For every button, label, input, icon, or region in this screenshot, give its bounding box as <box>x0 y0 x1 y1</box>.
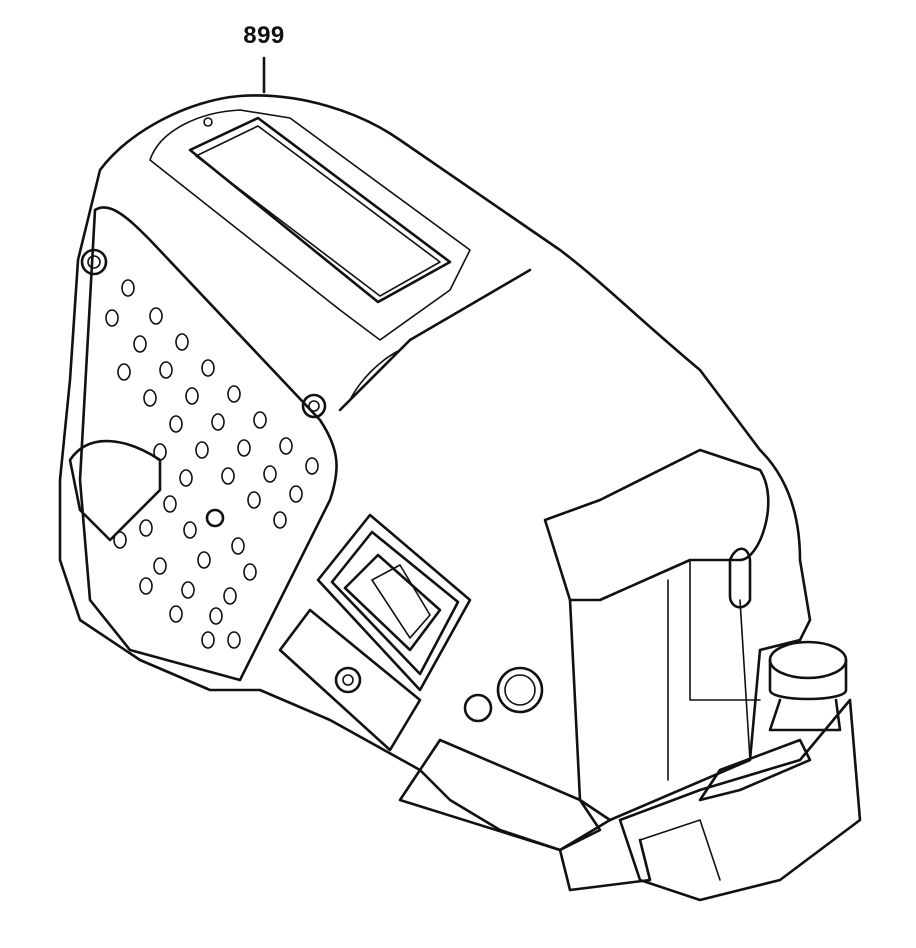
grip-hole <box>195 441 209 459</box>
top-display-bezel <box>149 109 471 341</box>
grip-hole <box>181 581 195 599</box>
side-clip-line <box>739 599 751 761</box>
grip-hole <box>149 307 163 325</box>
grip-hole <box>175 333 189 351</box>
side-button-top-inner-icon <box>87 255 101 269</box>
grip-hole <box>169 415 183 433</box>
grip-hole <box>169 605 183 623</box>
rocker-switch <box>343 553 442 652</box>
knob-body-icon <box>768 658 848 701</box>
grip-hole <box>153 557 167 575</box>
top-seam-2 <box>349 349 401 401</box>
grip-hole <box>113 531 127 549</box>
housing-outline <box>58 94 812 852</box>
round-button-small-icon <box>463 693 493 723</box>
grip-hole <box>139 577 153 595</box>
lower-plate <box>278 608 422 752</box>
grip-holes <box>105 279 319 649</box>
grip-hole <box>143 389 157 407</box>
round-button-large-inner-icon <box>504 674 536 706</box>
knob-stem-icon <box>768 698 842 732</box>
grip-hole <box>221 467 235 485</box>
grip-hole <box>305 457 319 475</box>
grip-hole <box>179 469 193 487</box>
round-button-large-icon <box>496 666 544 714</box>
lower-plate-screw-inner-icon <box>342 674 354 686</box>
grip-hole <box>201 631 215 649</box>
base-bottom <box>558 838 652 892</box>
lower-plate-screw-icon <box>334 666 362 694</box>
grip-hole <box>201 359 215 377</box>
grip-hole <box>117 363 131 381</box>
grip-hole <box>273 511 287 529</box>
grip-hole <box>227 631 241 649</box>
grip-hole <box>243 563 257 581</box>
grip-hole <box>163 495 177 513</box>
part-number-label: 899 <box>243 22 285 49</box>
grip-hole <box>153 443 167 461</box>
grip-hole <box>197 551 211 569</box>
grip-hole <box>223 587 237 605</box>
grip-hole <box>289 485 303 503</box>
grip-hole <box>227 385 241 403</box>
side-clip <box>728 547 752 609</box>
side-button-top-icon <box>80 248 108 276</box>
grip-hole <box>159 361 173 379</box>
grip-screw-icon <box>301 393 327 419</box>
clamp-arm <box>698 738 812 802</box>
grip-hole <box>279 437 293 455</box>
front-block <box>543 448 770 602</box>
clamp-bracket <box>618 698 862 902</box>
grip-hole <box>185 387 199 405</box>
top-display-window <box>188 116 452 304</box>
grip-panel <box>78 206 338 682</box>
grip-hole <box>133 335 147 353</box>
top-display-inner <box>195 125 441 297</box>
top-screw-icon <box>203 117 213 127</box>
knob-top-icon <box>768 640 848 680</box>
front-face-edge <box>689 559 761 701</box>
grip-hole <box>105 309 119 327</box>
top-seam <box>338 268 532 412</box>
clamp-lip <box>639 819 721 881</box>
grip-hole <box>231 537 245 555</box>
grip-hole <box>209 607 223 625</box>
grip-hole <box>139 519 153 537</box>
grip-screw-inner-icon <box>308 400 320 412</box>
grip-recess <box>68 439 162 542</box>
grip-hole <box>263 465 277 483</box>
grip-hole <box>247 491 261 509</box>
grip-hole <box>211 413 225 431</box>
base-foot <box>398 738 602 852</box>
switch-bezel <box>330 530 460 676</box>
grip-hole <box>121 279 135 297</box>
grip-hole <box>183 521 197 539</box>
rocker-switch-face <box>371 564 431 639</box>
switch-housing <box>316 513 472 692</box>
grip-hole <box>237 439 251 457</box>
grip-hole <box>253 411 267 429</box>
center-screw-icon <box>205 508 225 528</box>
